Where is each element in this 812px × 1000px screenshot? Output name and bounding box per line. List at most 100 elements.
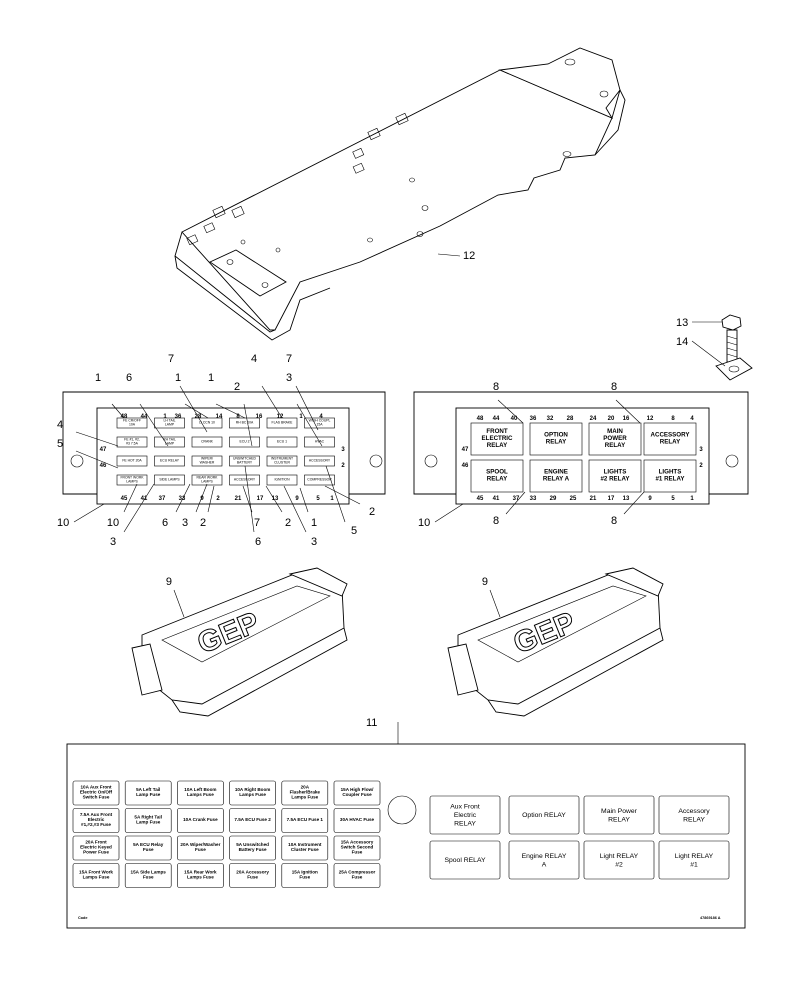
pin-number: 41: [493, 496, 500, 502]
callout-number: 6: [255, 536, 261, 548]
callout-number: 7: [286, 353, 292, 365]
leader-line: [175, 483, 191, 513]
fuse-slot-label: CRANK: [201, 440, 214, 444]
relay-slot: [588, 422, 642, 456]
leader-line: [623, 491, 645, 515]
callout-number: 2: [285, 517, 291, 529]
decal-fuse: [124, 808, 172, 833]
pin-number: 47: [100, 447, 107, 453]
pin-number: 28: [567, 416, 574, 422]
pin-number: 13: [623, 496, 630, 502]
fuse-slot-label: ACCESSORY: [309, 459, 331, 463]
leader-line: [111, 403, 125, 419]
fuse-slot: [191, 474, 223, 486]
callout-bracket: 12: [463, 250, 475, 262]
fuse-slot-label: SIDE LAMPS: [159, 478, 180, 482]
bolt-and-nut: 13 14: [676, 314, 753, 381]
relay-slot: [643, 459, 697, 493]
cover-base: [487, 627, 664, 717]
mounting-bracket: 12: [174, 47, 626, 341]
callout-number: 3: [182, 517, 188, 529]
callout-number: 8: [611, 381, 617, 393]
leader-line: [75, 450, 119, 469]
decal-fuse: [281, 808, 329, 833]
decal-fuse-label: 7.5A ECU Fuse 2: [234, 817, 271, 822]
pin-number: 9: [200, 496, 204, 502]
fuse-slot: [154, 436, 185, 448]
leader-line: [195, 483, 208, 513]
decal-relay-label: Light RELAY#2: [600, 853, 639, 869]
callout-number: 5: [57, 438, 63, 450]
pin-number: 9: [648, 496, 652, 502]
fuse-slot-label: WIPER/WASHER: [200, 457, 215, 465]
leader-line: [299, 487, 309, 513]
fuse-slot: [116, 436, 148, 448]
leader-line: [173, 589, 185, 618]
pin-number: 37: [159, 496, 166, 502]
callout-number: 7: [254, 517, 260, 529]
decal-relay: [583, 795, 655, 835]
pin-number: 29: [550, 496, 557, 502]
leader-line: [489, 589, 501, 618]
callout-number: 4: [57, 419, 63, 431]
leader-line: [139, 403, 169, 447]
callout-panel-right: 10: [418, 517, 430, 529]
pin-number: 45: [121, 496, 128, 502]
pin-number: 20: [608, 416, 615, 422]
decal-fuse: [281, 863, 329, 888]
fuse-slot-label: LI CCN 10: [199, 421, 215, 425]
callout-number: 6: [126, 372, 132, 384]
callout-nut: 14: [676, 336, 688, 348]
callout-number: 8: [493, 381, 499, 393]
pin-number: 16: [623, 416, 630, 422]
leader-line: [505, 491, 526, 515]
callout-cover: 9: [482, 576, 488, 588]
fuse-slot: [304, 455, 335, 467]
callout-cover: 9: [166, 576, 172, 588]
callout-number: 2: [234, 381, 240, 393]
pin-number: 48: [121, 414, 128, 420]
pin-number: 44: [141, 414, 148, 420]
fuse-slot-label: COMPRESSOR: [307, 478, 332, 482]
pin-number: 13: [272, 496, 279, 502]
decal-fuse: [229, 835, 276, 861]
pin-number: 47: [462, 447, 469, 453]
pin-number: 48: [477, 416, 484, 422]
pin-number: 36: [175, 414, 182, 420]
decal-fuse: [124, 780, 172, 806]
pin-number: 32: [547, 416, 554, 422]
fuse-slot-label: ACCESSORY: [234, 478, 256, 482]
decal-fuse: [229, 780, 276, 806]
pin-number: 2: [341, 463, 345, 469]
pin-number: 44: [493, 416, 500, 422]
callout-number: 1: [175, 372, 181, 384]
leader-line: [215, 403, 246, 419]
decal-relay: [583, 840, 655, 880]
pin-number: 12: [647, 416, 654, 422]
decal-fuse: [177, 780, 224, 806]
relay-slot: [529, 422, 583, 456]
fuse-slot: [191, 436, 223, 448]
fuse-slot-label: FE #1, #2,#3 7.5A: [124, 438, 140, 446]
pin-number: 45: [477, 496, 484, 502]
pin-number: 2: [216, 496, 220, 502]
pin-number: 36: [530, 416, 537, 422]
fuse-slot: [304, 474, 335, 486]
relay-slot: [470, 422, 524, 456]
